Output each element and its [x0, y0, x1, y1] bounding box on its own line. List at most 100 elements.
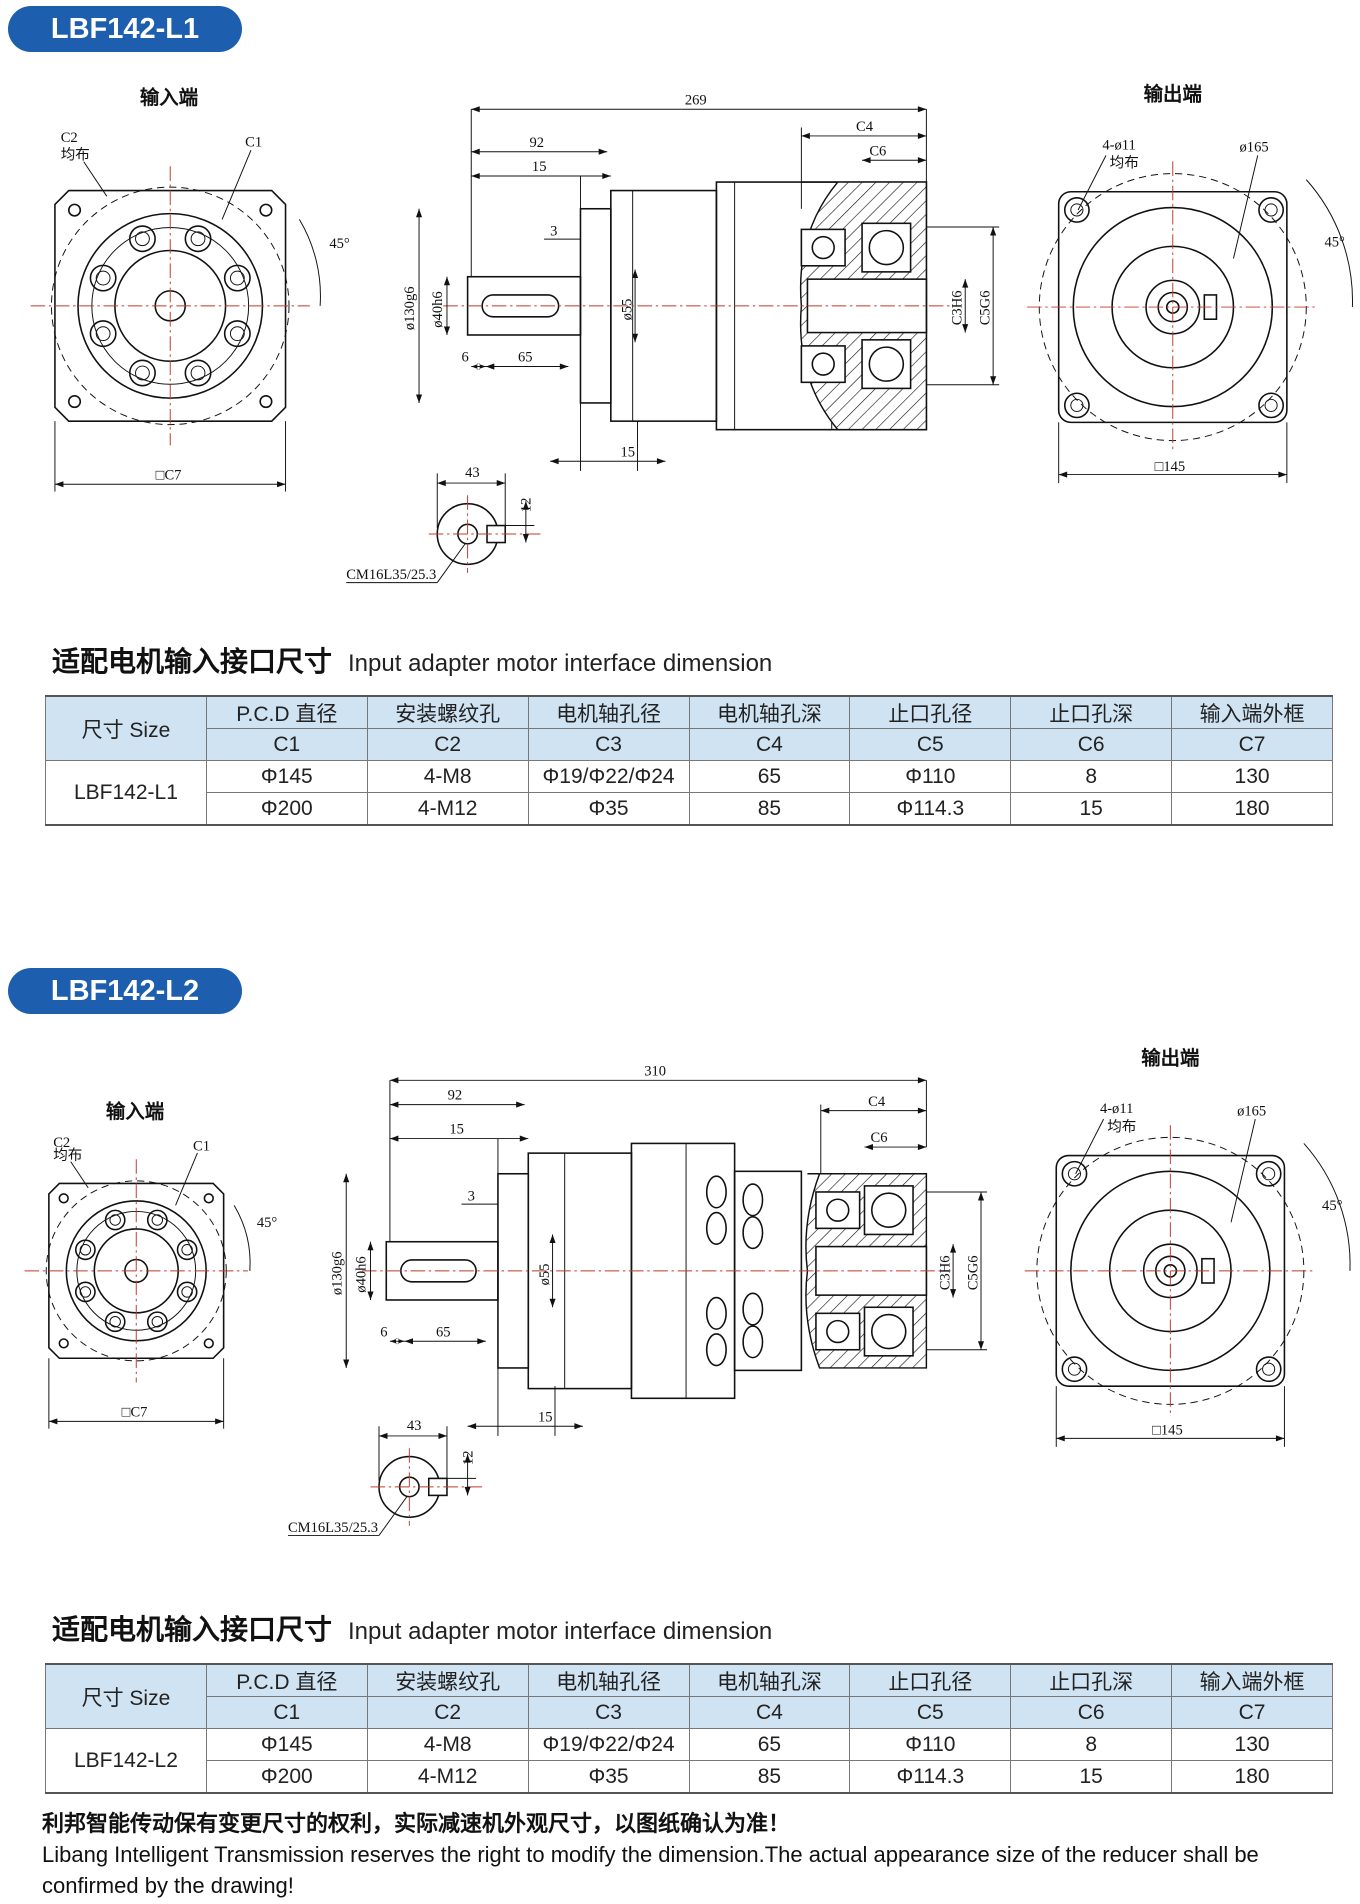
table-cell: 85	[688, 792, 851, 826]
dim-15-label: 15	[449, 1122, 464, 1138]
holes-label: 4-ø11	[1102, 137, 1135, 153]
table-cell: Φ114.3	[849, 792, 1012, 826]
table-cell: 8	[1010, 1728, 1173, 1761]
table-cell: Φ19/Φ22/Φ24	[527, 760, 690, 793]
disclaimer-cn: 利邦智能传动保有变更尺寸的权利，实际减速机外观尺寸，以图纸确认为准！	[42, 1811, 791, 1836]
model-badge-l2: LBF142-L2	[8, 968, 242, 1014]
table-cell: 15	[1010, 1760, 1173, 1794]
header-code: C7	[1171, 1696, 1333, 1729]
header-cell: 电机轴孔径	[527, 1663, 690, 1697]
header-code: C3	[527, 728, 690, 761]
table-cell: Φ200	[205, 792, 368, 826]
header-size: 尺寸 Size	[45, 1663, 207, 1729]
dim-65-label: 65	[436, 1324, 451, 1340]
heading-en: Input adapter motor interface dimension	[348, 1618, 773, 1645]
header-cell: 电机轴孔深	[688, 1663, 851, 1697]
table-cell: 130	[1171, 1728, 1333, 1761]
heading-cn: 适配电机输入接口尺寸	[52, 1613, 333, 1646]
dim-3-label: 3	[550, 223, 557, 239]
dim-65-label: 65	[518, 350, 533, 366]
angle-label: 45°	[1324, 234, 1345, 250]
table-cell: 4-M12	[366, 792, 529, 826]
dim-130-label: ø130g6	[402, 286, 418, 330]
dim-92-label: 92	[448, 1088, 463, 1104]
holes-label: 4-ø11	[1100, 1101, 1133, 1117]
evenly-distributed-label: 均布	[1110, 154, 1139, 171]
table-cell: 65	[688, 1728, 851, 1761]
table-cell: Φ35	[527, 792, 690, 826]
header-cell: P.C.D 直径	[205, 695, 368, 729]
square-label: □145	[1155, 459, 1186, 475]
header-code: C4	[688, 728, 851, 761]
table-cell: Φ110	[849, 1728, 1012, 1761]
header-cell: 安装螺纹孔	[366, 1663, 529, 1697]
c7-label: □C7	[156, 467, 182, 483]
table-cell: 8	[1010, 760, 1173, 793]
dim-92-label: 92	[529, 135, 544, 151]
header-size: 尺寸 Size	[45, 695, 207, 761]
table-cell: 85	[688, 1760, 851, 1794]
thread-label: CM16L35/25.3	[346, 567, 436, 583]
table-cell: Φ114.3	[849, 1760, 1012, 1794]
angle-label: 45°	[1322, 1198, 1343, 1214]
section-heading-l1: 适配电机输入接口尺寸 Input adapter motor interface…	[52, 640, 772, 680]
table-cell: Φ110	[849, 760, 1012, 793]
table-cell: 4-M12	[366, 1760, 529, 1794]
header-code: C5	[849, 1696, 1012, 1729]
output-end-label: 输出端	[1141, 1047, 1199, 1070]
key-height-label: 12	[519, 498, 535, 513]
header-cell: P.C.D 直径	[205, 1663, 368, 1697]
evenly-distributed-label: 均布	[1107, 1118, 1136, 1135]
header-cell: 安装螺纹孔	[366, 695, 529, 729]
heading-en: Input adapter motor interface dimension	[348, 650, 773, 677]
dim-15b-label: 15	[538, 1409, 553, 1425]
c2-label: C2	[61, 130, 78, 146]
header-cell: 输入端外框	[1171, 1663, 1333, 1697]
dim-6-label: 6	[380, 1324, 387, 1340]
input-end-label: 输入端	[140, 86, 198, 109]
c1-label: C1	[245, 135, 262, 151]
header-code: C1	[205, 728, 368, 761]
key-width-label: 43	[407, 1418, 422, 1434]
header-cell: 止口孔径	[849, 1663, 1012, 1697]
header-code: C7	[1171, 728, 1333, 761]
c7-label: □C7	[122, 1405, 148, 1421]
evenly-distributed-label: 均布	[61, 146, 90, 163]
c3-label: C3H6	[937, 1256, 953, 1291]
dim-15b-label: 15	[621, 444, 636, 460]
table-cell: 4-M8	[366, 1728, 529, 1761]
c2-label: C2	[53, 1135, 70, 1151]
header-code: C6	[1010, 728, 1173, 761]
c3-label: C3H6	[950, 291, 966, 326]
pcd-label: ø165	[1240, 140, 1269, 156]
disclaimer: 利邦智能传动保有变更尺寸的权利，实际减速机外观尺寸，以图纸确认为准！ Liban…	[42, 1808, 1342, 1901]
dim-130-label: ø130g6	[329, 1251, 345, 1295]
header-cell: 电机轴孔径	[527, 695, 690, 729]
key-height-label: 12	[460, 1451, 476, 1466]
header-cell: 止口孔深	[1010, 1663, 1173, 1697]
table-cell: Φ19/Φ22/Φ24	[527, 1728, 690, 1761]
model-cell: LBF142-L2	[45, 1728, 207, 1794]
thread-label: CM16L35/25.3	[288, 1520, 378, 1536]
table-cell: 65	[688, 760, 851, 793]
table-cell: Φ145	[205, 1728, 368, 1761]
heading-cn: 适配电机输入接口尺寸	[52, 645, 333, 678]
dim-6-label: 6	[462, 350, 469, 366]
table-cell: 130	[1171, 760, 1333, 793]
evenly-distributed-label: 均布	[53, 1147, 82, 1164]
dim-40-label: ø40h6	[430, 291, 446, 327]
table-cell: 15	[1010, 792, 1173, 826]
